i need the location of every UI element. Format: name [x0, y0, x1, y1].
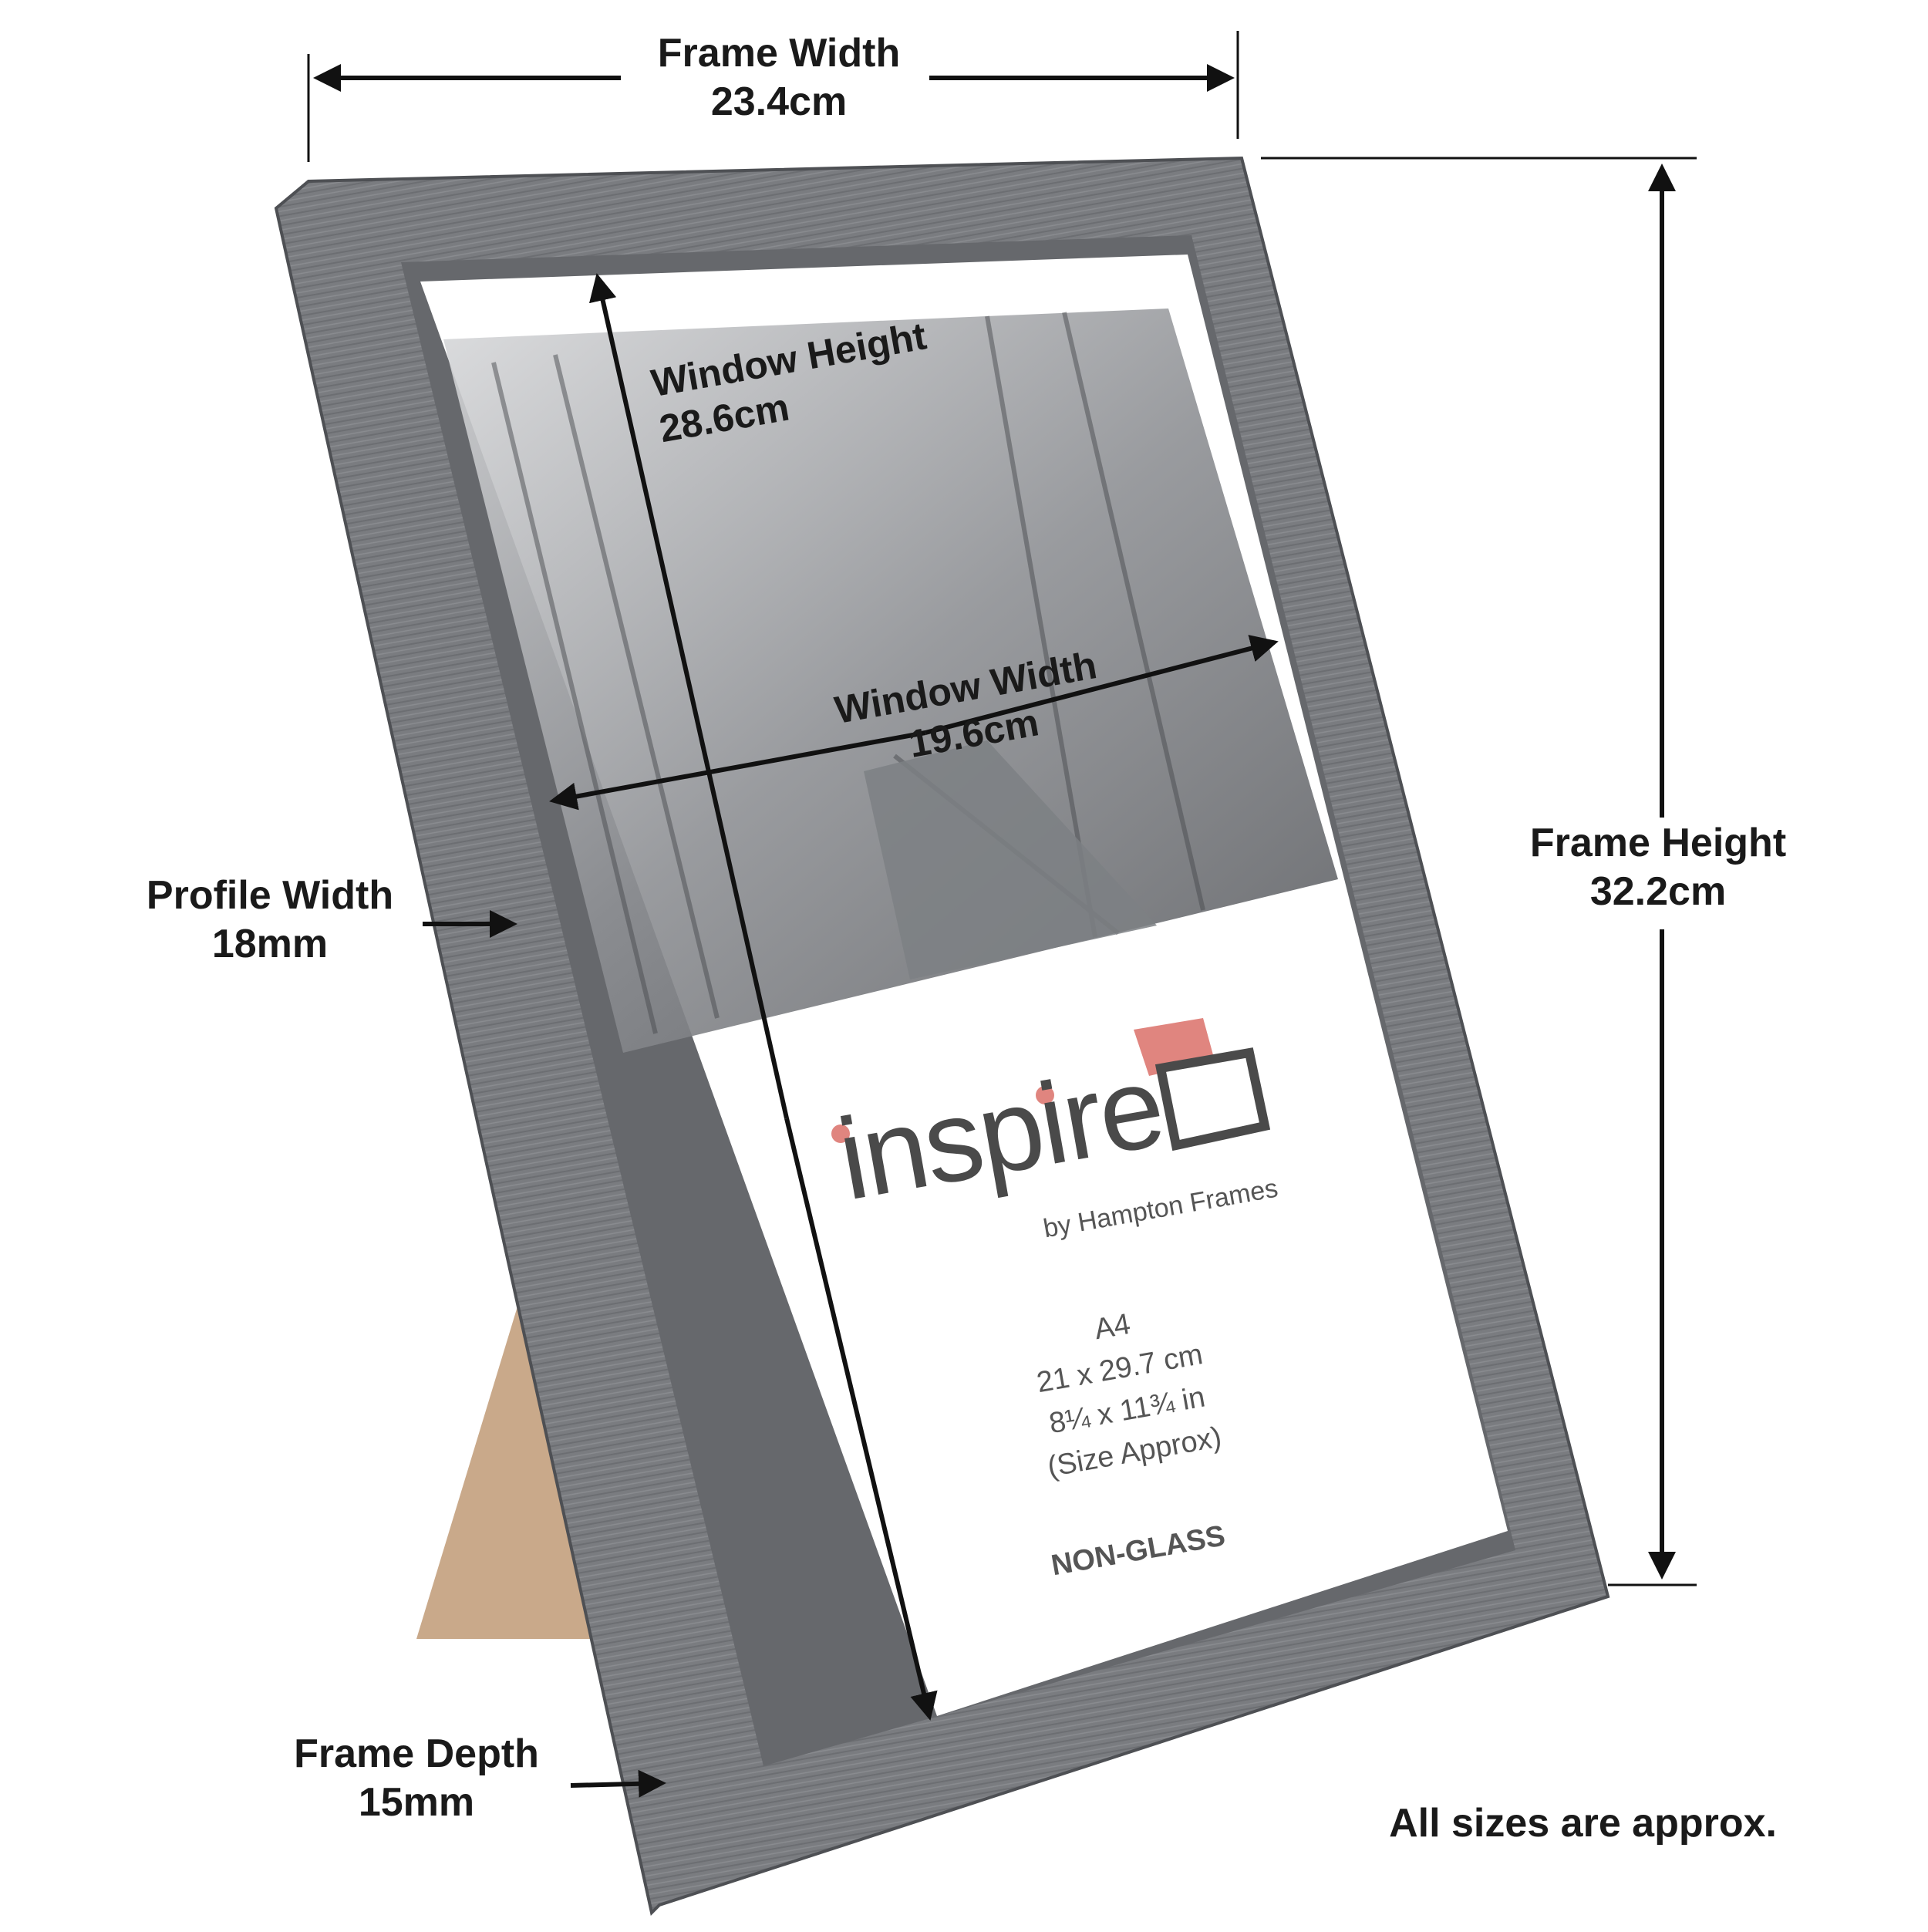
photo-print	[443, 309, 1338, 1053]
profile-width-label: Profile Width 18mm	[108, 872, 432, 969]
frame-depth-pointer	[570, 1769, 666, 1798]
approx-note: All sizes are approx.	[1389, 1801, 1777, 1846]
window-height-arrow-down	[784, 1118, 938, 1721]
easel-back	[416, 1246, 609, 1639]
frame-height-value: 32.2cm	[1589, 869, 1727, 915]
window-width-arrow-left	[549, 730, 926, 811]
frame-depth-title: Frame Depth	[294, 1731, 539, 1776]
profile-width-value: 18mm	[211, 922, 329, 967]
frame-width-value: 23.4cm	[710, 79, 848, 125]
inspire-logo-icon	[1134, 1018, 1271, 1151]
photo-canal	[864, 740, 1157, 979]
frame-width-title: Frame Width	[657, 31, 901, 76]
frame-height-title: Frame Height	[1529, 821, 1787, 865]
frame-width-label: Frame Width 23.4cm	[540, 29, 1018, 127]
logo-dot-i	[831, 1124, 850, 1143]
frame-height-label: Frame Height 32.2cm	[1450, 819, 1866, 917]
window-height-arrow-up	[589, 273, 789, 1119]
window-width-arrow-right	[925, 635, 1279, 735]
frame-depth-value: 15mm	[358, 1780, 475, 1826]
frame-depth-label: Frame Depth 15mm	[254, 1730, 578, 1828]
profile-width-title: Profile Width	[146, 873, 394, 918]
logo-dot-i2	[1036, 1086, 1054, 1104]
